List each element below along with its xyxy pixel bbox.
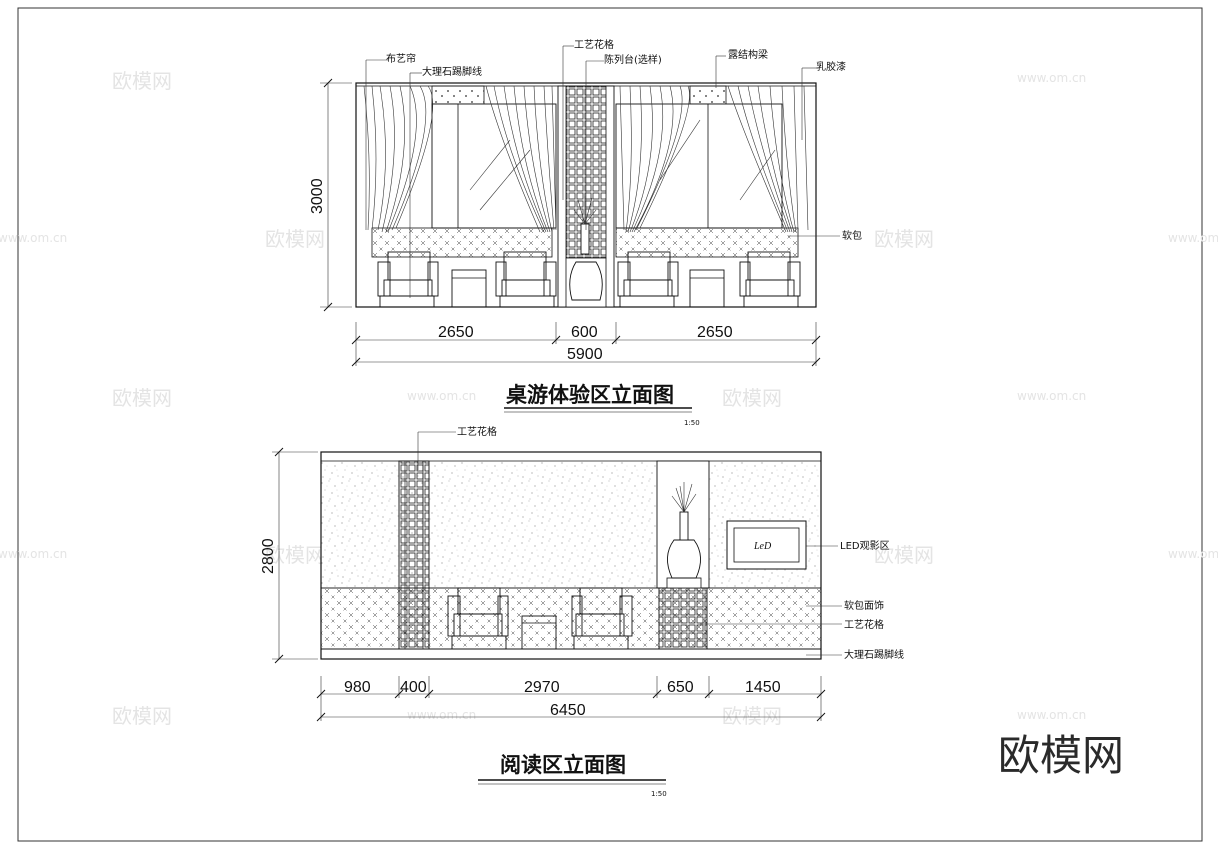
label-marble-base: 大理石踢脚线	[844, 648, 904, 661]
width-dimensions: 2650 600 2650 5900	[351, 322, 821, 367]
watermark-url: www.om.cn	[407, 708, 476, 722]
beam-box	[689, 85, 727, 105]
height-dimension: 2800	[260, 447, 318, 664]
curtain-right	[727, 85, 809, 233]
window	[615, 103, 783, 229]
label-led: LED观影区	[840, 540, 890, 552]
label-curtain: 布艺帘	[386, 52, 416, 65]
dim-center: 600	[571, 324, 598, 341]
elevation-board-game-area: 布艺帘 大理石踢脚线 工艺花格 陈列台(选样) 露结构梁 乳胶漆 软包	[309, 38, 862, 427]
corner-logo: 欧模网	[998, 731, 1124, 780]
led-screen-text: LeD	[753, 541, 772, 552]
label-lattice-top: 工艺花格	[457, 425, 497, 438]
label-marble-base: 大理石踢脚线	[422, 65, 482, 78]
dim-segment-1: 980	[344, 679, 371, 696]
dim-segment-3: 2970	[524, 679, 560, 696]
elevation-reading-area: LeD 工艺花格 LED观影区 软包面饰 工艺花格 大理石踢脚线	[260, 425, 904, 798]
right-bay	[615, 85, 809, 308]
label-lattice: 工艺花格	[844, 618, 884, 631]
watermark-url: www.om.cn	[407, 389, 476, 403]
watermark-logo: 欧模网	[265, 227, 325, 251]
callouts-bottom: 工艺花格 LED观影区 软包面饰 工艺花格 大理石踢脚线	[417, 425, 904, 661]
curtain-left	[363, 85, 433, 233]
dim-right: 2650	[697, 324, 733, 341]
width-dimensions: 980 400 2970 650 1450 6450	[316, 676, 826, 722]
vase	[569, 261, 603, 301]
watermark-logo: 欧模网	[112, 386, 172, 410]
dim-left: 2650	[438, 324, 474, 341]
watermark-logo: 欧模网	[722, 386, 782, 410]
watermark-logo: 欧模网	[874, 543, 934, 567]
soft-pack-wall	[320, 587, 822, 650]
label-lattice: 工艺花格	[574, 38, 614, 51]
left-bay	[363, 85, 557, 308]
dim-segment-5: 1450	[745, 679, 781, 696]
watermarks: 欧模网 www.om.cn 欧模网 欧模网 www.om.cn www.om.c…	[0, 69, 1218, 728]
label-soft-pack: 软包	[842, 229, 862, 242]
lattice-column	[398, 460, 430, 650]
watermark-logo: 欧模网	[722, 704, 782, 728]
sheet-border	[17, 7, 1203, 842]
curtain-left	[619, 85, 690, 233]
scale-top: 1:50	[684, 419, 700, 427]
lattice-base	[658, 587, 708, 650]
watermark-logo: 欧模网	[265, 543, 325, 567]
window	[431, 103, 557, 229]
watermark-logo: 欧模网	[112, 69, 172, 93]
dim-total: 6450	[550, 702, 586, 719]
label-soft-wall: 软包面饰	[844, 599, 884, 612]
watermark-url: www.om.cn	[1017, 708, 1086, 722]
height-dimension: 3000	[309, 78, 352, 312]
label-latex-paint: 乳胶漆	[816, 60, 846, 73]
dim-height: 2800	[260, 538, 277, 574]
watermark-url: www.om.cn	[1168, 231, 1218, 245]
watermark-url: www.om.cn	[0, 547, 67, 561]
watermark-url: www.om.cn	[0, 231, 67, 245]
watermark-url: www.om.cn	[1168, 547, 1218, 561]
curtain-right	[485, 85, 557, 233]
dim-height: 3000	[309, 178, 326, 214]
dim-total: 5900	[567, 346, 603, 363]
title-reading-elevation: 阅读区立面图	[500, 753, 626, 777]
watermark-logo: 欧模网	[112, 704, 172, 728]
vase	[667, 539, 701, 579]
label-display-stand: 陈列台(选样)	[604, 53, 662, 66]
scale-bottom: 1:50	[651, 790, 667, 798]
watermark-url: www.om.cn	[1017, 71, 1086, 85]
dim-segment-4: 650	[667, 679, 694, 696]
watermark-logo: 欧模网	[874, 227, 934, 251]
callouts-top: 布艺帘 大理石踢脚线 工艺花格 陈列台(选样) 露结构梁 乳胶漆 软包	[365, 38, 862, 298]
dim-segment-2: 400	[400, 679, 427, 696]
soft-pack-panel	[371, 227, 553, 258]
beam-box	[431, 85, 485, 105]
label-beam: 露结构梁	[728, 48, 768, 61]
title-board-game-elevation: 桌游体验区立面图	[506, 383, 674, 407]
watermark-url: www.om.cn	[1017, 389, 1086, 403]
soft-pack-panel	[615, 227, 799, 258]
